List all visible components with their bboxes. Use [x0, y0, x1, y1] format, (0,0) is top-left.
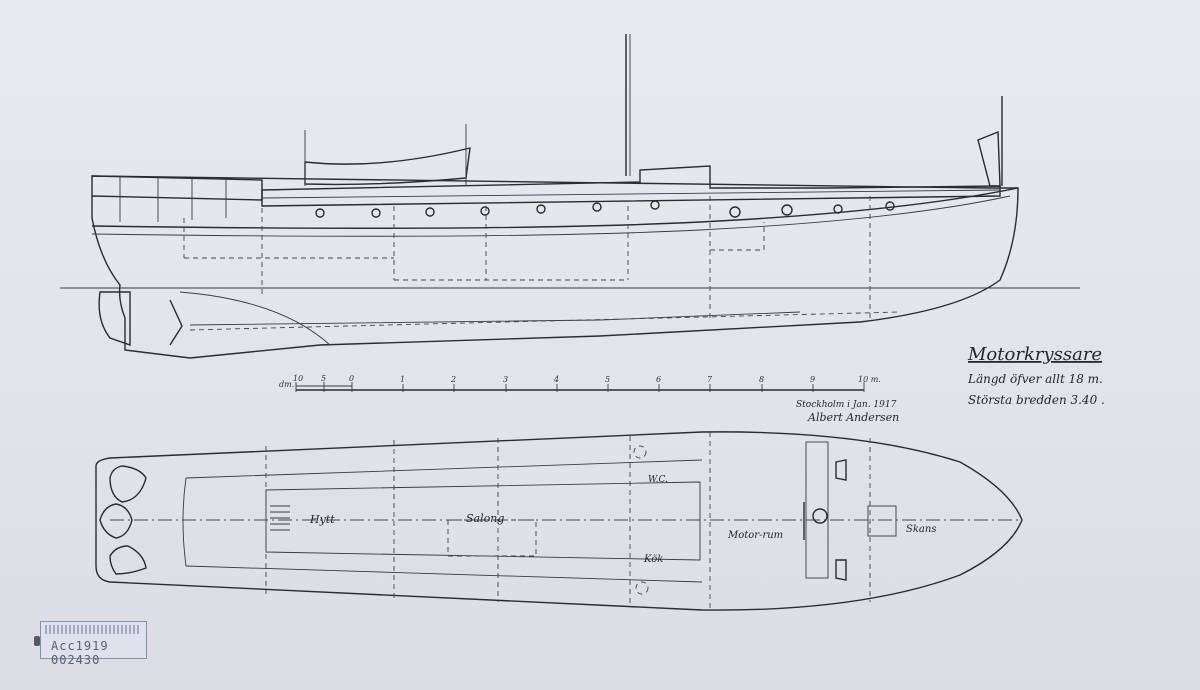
accession-number: Acc1919 002430 — [51, 639, 109, 667]
label-motorrum: Motor-rum — [727, 530, 783, 541]
label-salong: Salong — [466, 512, 504, 525]
scale-tick: 2 — [450, 375, 456, 384]
stamp-mark — [34, 636, 40, 646]
deck-house — [261, 165, 1001, 207]
scale-tick: 6 — [656, 375, 661, 384]
stamp-header — [45, 625, 141, 634]
place-date: Stockholm i Jan. 1917 — [796, 400, 897, 410]
hull-plan — [95, 431, 1023, 611]
scale-tick: 8 — [759, 375, 764, 384]
scale-end-label: 10 m. — [858, 375, 881, 384]
accession-stamp: Acc1919 002430 — [40, 621, 147, 667]
scale-tick: 10 — [293, 374, 303, 383]
scale-tick: 5 — [321, 374, 326, 383]
scale-bar — [295, 382, 865, 392]
scale-tick: 0 — [349, 374, 354, 383]
scale-tick: 1 — [400, 375, 405, 384]
scale-tick: 9 — [810, 375, 815, 384]
scale-tick: 7 — [707, 375, 713, 384]
stern-hatches — [99, 465, 147, 575]
signature: Albert Andersen — [807, 411, 899, 424]
rudder — [98, 291, 131, 346]
length-spec: Längd öfver allt 18 m. — [967, 372, 1103, 386]
label-wc: W.C. — [648, 475, 668, 485]
portholes — [315, 200, 895, 218]
plan-view — [95, 431, 1023, 611]
hull-profile — [91, 175, 1019, 359]
beam-spec: Största bredden 3.40 . — [968, 393, 1105, 407]
scale-tick: 5 — [605, 375, 610, 384]
drawing-title: Motorkryssare — [967, 344, 1102, 365]
scale-tick: 4 — [553, 375, 559, 384]
label-kok: Kök — [643, 554, 663, 565]
scale-unit: dm. — [279, 380, 294, 389]
propeller — [169, 299, 183, 346]
label-hytt: Hytt — [309, 513, 335, 526]
label-skans: Skans — [906, 524, 936, 535]
side-elevation — [60, 34, 1080, 359]
scale-tick: 3 — [503, 375, 508, 384]
